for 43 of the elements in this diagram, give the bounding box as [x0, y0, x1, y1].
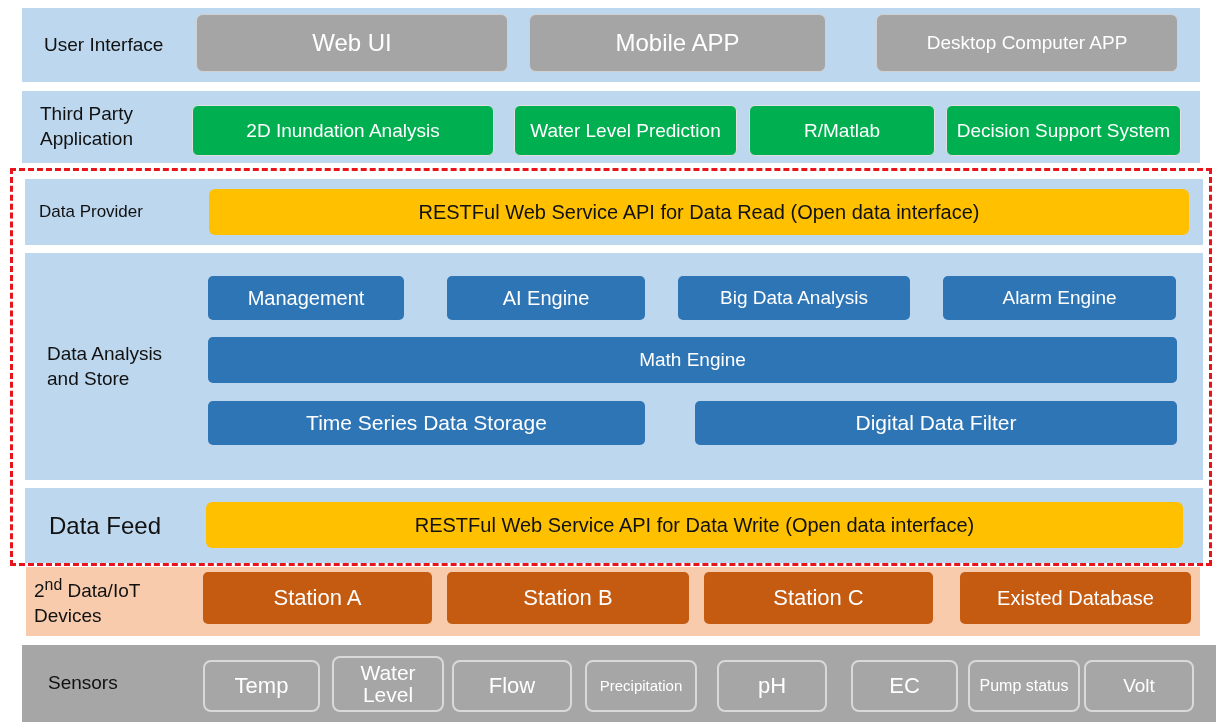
module-box: Station A	[203, 572, 432, 624]
module-box: R/Matlab	[749, 105, 935, 156]
module-box: Station B	[447, 572, 689, 624]
module-box: AI Engine	[447, 276, 645, 320]
layer-heading: Data Feed	[49, 510, 163, 541]
module-box: Math Engine	[208, 337, 1177, 383]
module-box: Flow	[452, 660, 572, 712]
layer-heading: Sensors	[48, 671, 119, 696]
module-box: pH	[717, 660, 827, 712]
module-box: Precipitation	[585, 660, 697, 712]
module-box: Digital Data Filter	[695, 401, 1177, 445]
layer-heading: Data Provider	[39, 200, 144, 223]
module-box: Decision Support System	[946, 105, 1181, 156]
layer-band	[26, 567, 1200, 636]
layer-band	[25, 253, 1203, 480]
module-box: Station C	[704, 572, 933, 624]
module-box: Time Series Data Storage	[208, 401, 645, 445]
layer-band	[22, 91, 1200, 163]
module-box: Mobile APP	[529, 14, 826, 72]
layer-band	[25, 179, 1203, 245]
module-box: RESTFul Web Service API for Data Write (Open data interface)	[206, 502, 1183, 548]
module-box: Big Data Analysis	[678, 276, 910, 320]
module-box: Existed Database	[960, 572, 1191, 624]
module-box: Volt	[1084, 660, 1194, 712]
module-box: RESTFul Web Service API for Data Read (Open data interface)	[209, 189, 1189, 235]
module-box: Temp	[203, 660, 320, 712]
module-box: Water Level	[332, 656, 444, 712]
module-box: Pump status	[968, 660, 1080, 712]
module-box: 2D Inundation Analysis	[192, 105, 494, 156]
layer-heading: Data Analysis and Store	[47, 341, 164, 391]
module-box: Desktop Computer APP	[876, 14, 1178, 72]
layer-band	[22, 8, 1200, 82]
module-box: Web UI	[196, 14, 508, 72]
module-box: Management	[208, 276, 404, 320]
layer-band	[22, 645, 1216, 722]
layer-heading: 2$^{nd}$ Data/IoT Devices	[34, 574, 141, 628]
layer-band	[25, 488, 1203, 563]
dashed-boundary	[10, 168, 1212, 566]
module-box: EC	[851, 660, 958, 712]
module-box: Water Level Prediction	[514, 105, 737, 156]
layer-heading: User Interface	[44, 32, 165, 57]
module-box: Alarm Engine	[943, 276, 1176, 320]
layer-heading: Third Party Application	[40, 102, 134, 151]
